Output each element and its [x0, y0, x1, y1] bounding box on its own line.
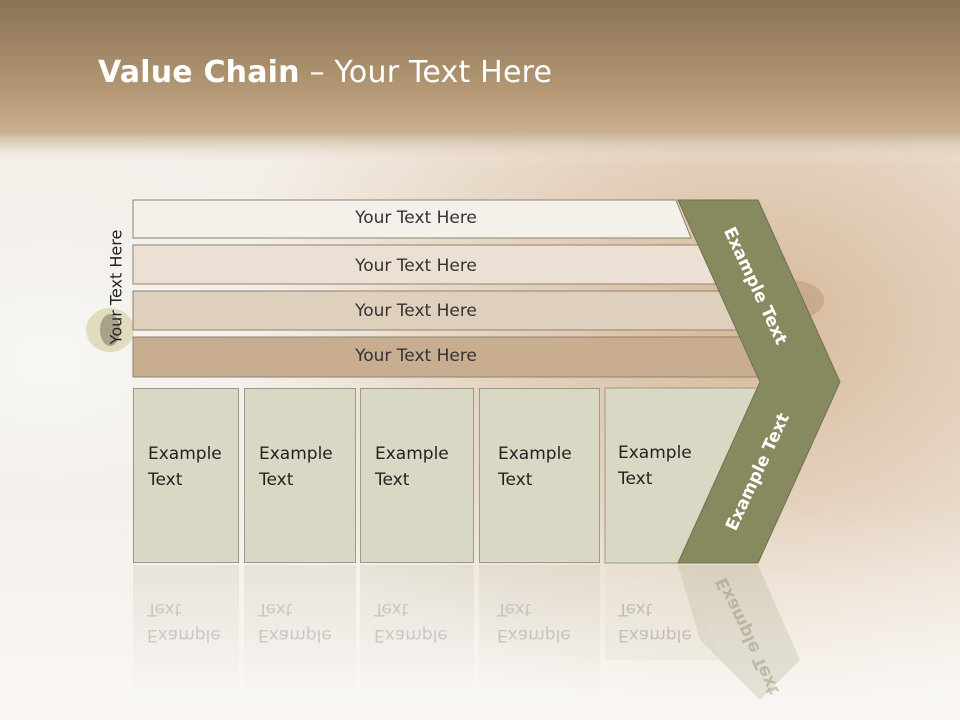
- bar-1-shape: [132, 199, 692, 239]
- title-rest: – Your Text Here: [299, 55, 553, 90]
- chevron-shape: [677, 199, 841, 564]
- bar-3-text: Your Text Here: [355, 301, 477, 321]
- bar-1-text: Your Text Here: [355, 208, 477, 228]
- box-5-reflection: [605, 565, 720, 660]
- chevron-reflection: [678, 565, 800, 700]
- bar-2-text: Your Text Here: [355, 256, 477, 276]
- title-bold: Value Chain: [98, 55, 300, 90]
- bar-4-text: Your Text Here: [355, 346, 477, 366]
- page-title: Value Chain – Your Text Here: [98, 55, 552, 90]
